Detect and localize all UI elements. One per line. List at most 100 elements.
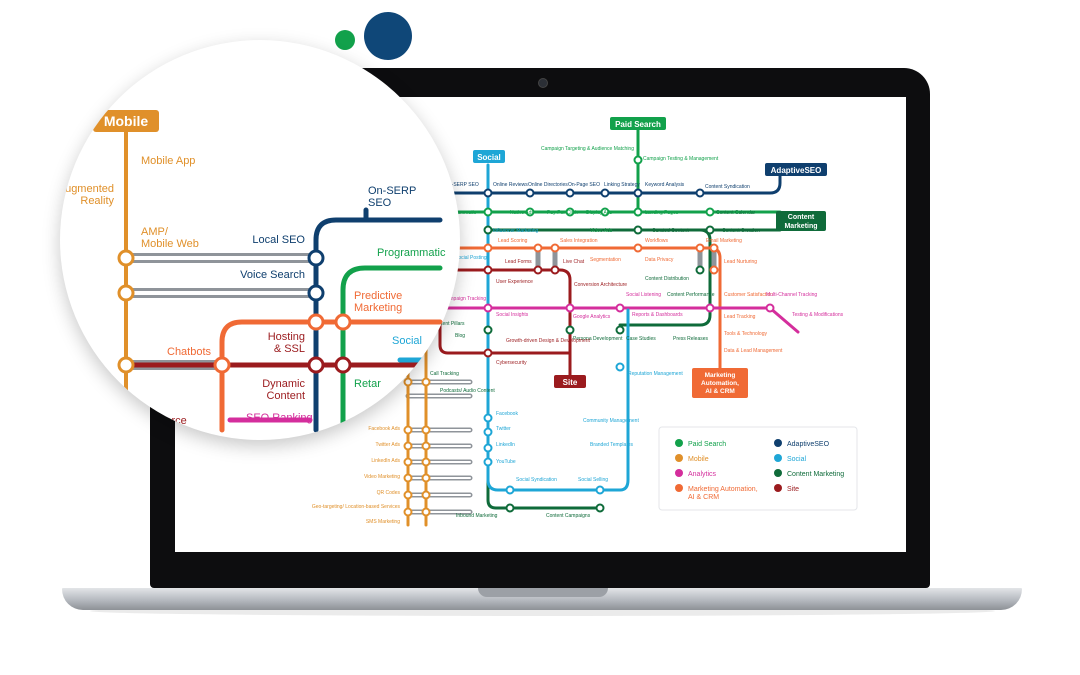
laptop-camera bbox=[538, 78, 548, 88]
station-content-syndication: Content Syndication bbox=[705, 184, 750, 190]
station-blog: Blog bbox=[455, 333, 465, 339]
zoom-social: Social bbox=[392, 335, 422, 347]
station-on-page-seo: On-Page SEO bbox=[568, 182, 600, 188]
station-growth-driven-design: Growth-driven Design & Development bbox=[506, 338, 591, 344]
station-sms-marketing: SMS Marketing bbox=[366, 519, 400, 525]
legend-site: Site bbox=[787, 486, 799, 493]
station-persona-development: Persona Development bbox=[573, 336, 623, 342]
zoom-seo-ranking: SEO Ranking bbox=[246, 412, 313, 424]
station-inbound-marketing: Inbound Marketing bbox=[456, 513, 498, 519]
zoom-voice-search: Voice Search bbox=[240, 269, 305, 281]
station-social-listening: Social Listening bbox=[626, 292, 661, 298]
station-content-pillars: Content Pillars bbox=[432, 321, 465, 327]
station-content-performance: Content Performance bbox=[667, 292, 715, 298]
station-podcasts: Podcasts/ Audio Content bbox=[440, 388, 495, 394]
hub-mar-auto-l1: Marketing bbox=[705, 372, 736, 379]
station-native-ads: Native Ads bbox=[510, 210, 534, 216]
station-campaign-tracking: Campaign Tracking bbox=[443, 296, 486, 302]
station-tools-technology: Tools & Technology bbox=[724, 331, 767, 337]
zoom-mobile-app: Mobile App bbox=[141, 155, 195, 167]
station-social-syndication: Social Syndication bbox=[516, 477, 557, 483]
station-segmentation: Segmentation bbox=[590, 257, 621, 263]
hub-labels: Paid Search Social AdaptiveSEO Content M… bbox=[473, 117, 827, 398]
station-programmatic: Programmatic bbox=[445, 210, 477, 216]
station-community-management: Community Management bbox=[583, 418, 639, 424]
station-labels: On-SERP SEO Online Reviews Online Direct… bbox=[312, 146, 844, 525]
station-online-reviews: Online Reviews bbox=[493, 182, 528, 188]
station-customer-satisfaction: Customer Satisfaction bbox=[724, 292, 773, 298]
zoom-map: Mobile Mobile App Augmented Reality AMP/… bbox=[60, 110, 446, 433]
decor-green-dot bbox=[335, 30, 355, 50]
station-google-analytics: Google Analytics bbox=[573, 314, 611, 320]
station-social-posting: Social Posting bbox=[455, 255, 487, 261]
station-social-selling: Social Selling bbox=[578, 477, 608, 483]
station-content-calendar: Content Calendar bbox=[716, 210, 756, 216]
laptop-notch bbox=[478, 588, 608, 597]
station-conversion-architecture: Conversion Architecture bbox=[574, 282, 627, 288]
zoom-hosting-l1: Hosting bbox=[268, 331, 305, 343]
station-data-lead-management: Data & Lead Management bbox=[724, 348, 783, 354]
station-facebook: Facebook bbox=[496, 411, 518, 417]
station-on-serp-seo: On-SERP SEO bbox=[445, 182, 479, 188]
station-qr-codes: QR Codes bbox=[377, 490, 401, 496]
station-sales-integration: Sales Integration bbox=[560, 238, 598, 244]
station-display-ads: Display Ads bbox=[586, 210, 613, 216]
station-linkedin-ads: LinkedIn Ads bbox=[371, 458, 400, 464]
station-landing-pages: Landing Pages bbox=[645, 210, 679, 216]
legend: Paid Search AdaptiveSEO Mobile Social An… bbox=[658, 426, 858, 511]
legend-paid-search: Paid Search bbox=[688, 441, 726, 448]
station-youtube: YouTube bbox=[496, 459, 516, 465]
station-lead-tracking: Lead Tracking bbox=[724, 314, 756, 320]
zoom-augmented-l2: Reality bbox=[80, 195, 114, 207]
station-call-tracking: Call Tracking bbox=[430, 371, 459, 377]
zoom-hub-mobile: Mobile bbox=[104, 113, 149, 129]
legend-mar-auto-l1: Marketing Automation, bbox=[688, 486, 758, 493]
station-twitter: Twitter bbox=[496, 426, 511, 432]
station-campaign-targeting: Campaign Targeting & Audience Matching bbox=[541, 146, 634, 152]
station-reports-dashboards: Reports & Dashboards bbox=[632, 312, 683, 318]
station-campaign-testing: Campaign Testing & Management bbox=[643, 156, 719, 162]
station-geo-targeting: Geo-targeting/ Location-based Services bbox=[312, 504, 401, 510]
station-user-experience: User Experience bbox=[496, 279, 533, 285]
station-live-chat: Live Chat bbox=[563, 259, 585, 265]
hub-site: Site bbox=[563, 378, 578, 387]
hub-content-marketing-l2: Marketing bbox=[784, 223, 817, 230]
station-video-ads: Video Ads bbox=[590, 228, 613, 234]
legend-mar-auto-l2: AI & CRM bbox=[688, 494, 719, 501]
station-case-studies: Case Studies bbox=[626, 336, 656, 342]
zoom-amp-l2: Mobile Web bbox=[141, 238, 199, 250]
hub-adaptive-seo: AdaptiveSEO bbox=[771, 166, 822, 175]
station-branded-templates: Branded Templates bbox=[590, 442, 633, 448]
station-email-marketing: Email Marketing bbox=[706, 238, 742, 244]
zoom-local-seo: Local SEO bbox=[252, 234, 305, 246]
zoom-retargeting: Retar bbox=[354, 378, 381, 390]
zoom-chatbots: Chatbots bbox=[167, 346, 212, 358]
hub-paid-search: Paid Search bbox=[615, 120, 661, 129]
station-curated-content: Curated Content bbox=[652, 228, 689, 234]
hub-content-marketing-l1: Content bbox=[788, 214, 815, 221]
subway-map: Paid Search Social AdaptiveSEO Content M… bbox=[312, 117, 858, 527]
station-cybersecurity: Cybersecurity bbox=[496, 360, 527, 366]
station-social-insights: Social Insights bbox=[496, 312, 529, 318]
station-facebook-ads: Facebook Ads bbox=[368, 426, 400, 432]
station-video-marketing: Video Marketing bbox=[364, 474, 400, 480]
station-pay-per-click: Pay-Per-Click bbox=[547, 210, 578, 216]
station-content-creation: Content Creation bbox=[722, 228, 760, 234]
station-data-privacy: Data Privacy bbox=[645, 257, 674, 263]
zoom-dynamic-l1: Dynamic bbox=[262, 378, 305, 390]
zoom-on-serp-l2: SEO bbox=[368, 197, 392, 209]
station-lead-nurturing: Lead Nurturing bbox=[724, 259, 757, 265]
zoom-predictive-l2: Marketing bbox=[354, 302, 402, 314]
hub-social: Social bbox=[477, 153, 501, 162]
station-influencer-marketing: Influencer Marketing bbox=[493, 228, 539, 234]
zoom-predictive-l1: Predictive bbox=[354, 290, 402, 302]
station-content-distribution: Content Distribution bbox=[645, 276, 689, 282]
zoom-augmented-l1: Augmented bbox=[60, 183, 114, 195]
station-lead-forms: Lead Forms bbox=[505, 259, 532, 265]
station-multi-channel-tracking: Multi-Channel Tracking bbox=[766, 292, 817, 298]
line-content-marketing bbox=[486, 228, 782, 510]
legend-adaptive-seo: AdaptiveSEO bbox=[787, 441, 830, 448]
station-press-releases: Press Releases bbox=[673, 336, 709, 342]
station-reputation-management: Reputation Management bbox=[628, 371, 683, 377]
legend-content-marketing: Content Marketing bbox=[787, 471, 844, 478]
